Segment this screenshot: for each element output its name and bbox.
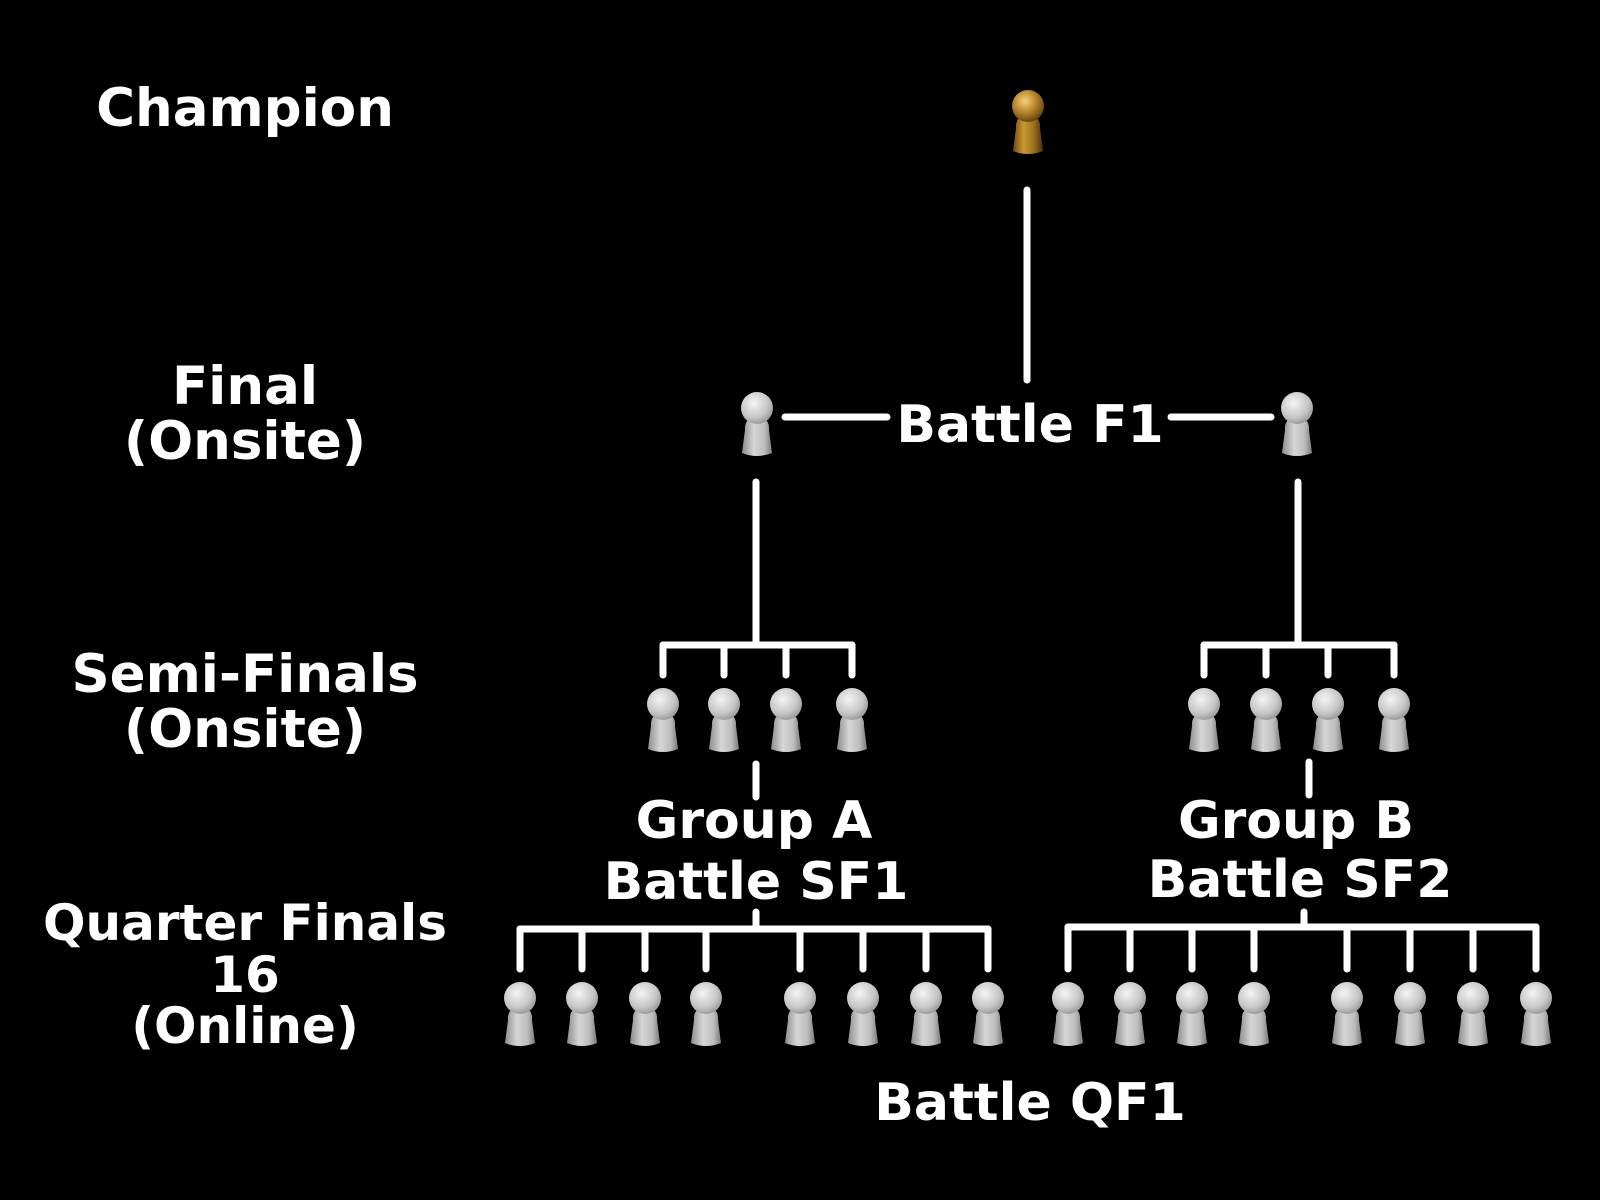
player-pawn-icon-qf-a-8 [972, 982, 1004, 1046]
player-pawn-icon-sf-a-3 [770, 688, 802, 752]
player-pawn-icon-final-left [741, 392, 773, 456]
champion-pawn-icon [1012, 90, 1044, 154]
player-pawn-icon-qf-b-1 [1052, 982, 1084, 1046]
player-pawn-icon-sf-b-2 [1250, 688, 1282, 752]
player-pawn-icon-qf-b-2 [1114, 982, 1146, 1046]
player-pawn-icon-qf-a-2 [566, 982, 598, 1046]
player-pawn-icon-qf-a-5 [784, 982, 816, 1046]
bracket-lines [516, 186, 1540, 973]
player-pawn-icon-sf-a-1 [647, 688, 679, 752]
group-a-label: Group A [636, 791, 873, 851]
player-pawn-icon-qf-a-3 [629, 982, 661, 1046]
stage-label-semi-finals: Semi-Finals (Onsite) [40, 644, 450, 760]
player-pawn-icon-sf-b-3 [1312, 688, 1344, 752]
battle-sf1-label: Battle SF1 [604, 852, 909, 912]
stage-final-line1: Final [171, 356, 319, 417]
stage-label-final: Final (Onsite) [60, 356, 430, 472]
stage-quarter-line1: Quarter Finals [43, 894, 447, 952]
player-pawn-icon-final-right [1281, 392, 1313, 456]
player-pawn-icon-qf-a-4 [690, 982, 722, 1046]
player-pawn-icon-qf-b-6 [1394, 982, 1426, 1046]
player-pawn-icon-qf-b-8 [1520, 982, 1552, 1046]
stage-quarter-line3: (Online) [131, 997, 359, 1055]
battle-f1-label: Battle F1 [896, 395, 1163, 455]
pawns-group [504, 90, 1552, 1046]
player-pawn-icon-qf-b-3 [1176, 982, 1208, 1046]
player-pawn-icon-qf-a-6 [847, 982, 879, 1046]
stage-semi-line1: Semi-Finals [71, 644, 419, 705]
player-pawn-icon-sf-a-2 [708, 688, 740, 752]
player-pawn-icon-sf-b-4 [1378, 688, 1410, 752]
player-pawn-icon-sf-b-1 [1188, 688, 1220, 752]
stage-semi-line2: (Onsite) [123, 698, 367, 760]
battle-qf1-label: Battle QF1 [874, 1073, 1186, 1133]
player-pawn-icon-qf-b-5 [1331, 982, 1363, 1046]
stage-quarter-line2: 16 [210, 945, 280, 1004]
battle-sf2-label: Battle SF2 [1148, 850, 1453, 910]
player-pawn-icon-qf-a-7 [910, 982, 942, 1046]
player-pawn-icon-qf-b-7 [1457, 982, 1489, 1046]
player-pawn-icon-qf-b-4 [1238, 982, 1270, 1046]
group-b-label: Group B [1178, 791, 1414, 851]
stage-champion-text: Champion [96, 78, 394, 139]
player-pawn-icon-sf-a-4 [836, 688, 868, 752]
stage-label-quarter-finals: Quarter Finals 16 (Online) [20, 894, 470, 1055]
stage-final-line2: (Onsite) [123, 410, 367, 472]
player-pawn-icon-qf-a-1 [504, 982, 536, 1046]
stage-label-champion: Champion [60, 78, 430, 139]
